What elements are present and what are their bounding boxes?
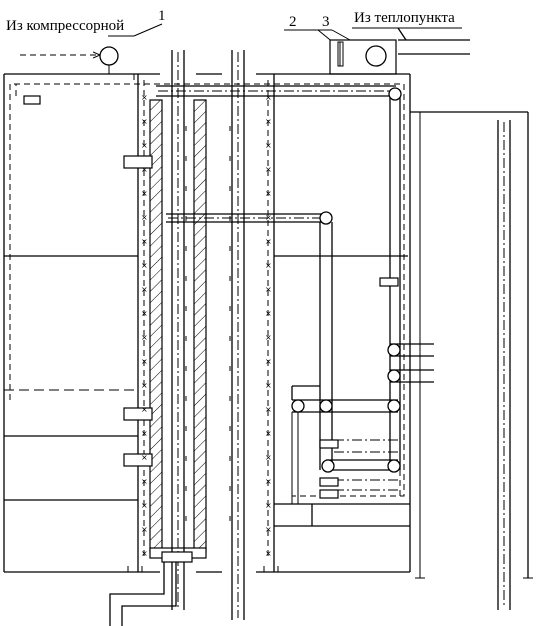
top-header-pipe — [156, 85, 396, 97]
pressure-gauge-3 — [365, 45, 387, 67]
callout-number-1: 1 — [158, 8, 166, 24]
valve-box-a — [23, 95, 41, 105]
hatched-panel-right — [193, 99, 207, 553]
discharge-pipe — [109, 551, 193, 626]
pipe-marker: × — [141, 117, 148, 126]
valve-box-e — [379, 277, 399, 287]
pipe-marker: × — [141, 213, 148, 222]
valve-box-h — [319, 489, 339, 499]
pipe-marker: × — [265, 477, 272, 486]
pipe-marker: × — [141, 501, 148, 510]
annex-branches — [387, 343, 434, 383]
wall-marks — [127, 74, 279, 572]
pipe-marker: × — [265, 141, 272, 150]
pipe-marker: × — [141, 93, 148, 102]
pipe-marker: × — [141, 285, 148, 294]
pipe-marker: × — [141, 549, 148, 558]
pipe-marker: × — [265, 357, 272, 366]
pipe-markers: × × × × × × × × × × × × × × × × × × × × × × × × × × × × × × × × × × × × × × × × — [141, 93, 272, 558]
lower-distribution-pipes — [291, 385, 401, 504]
pipe-marker: × — [265, 501, 272, 510]
pipe-marker: × — [265, 189, 272, 198]
pipe-marker: × — [141, 261, 148, 270]
pipe-marker: × — [265, 525, 272, 534]
pipe-marker: × — [265, 453, 272, 462]
pipe-marker: × — [265, 429, 272, 438]
callout-leader-1 — [108, 23, 163, 37]
pipe-marker: × — [265, 549, 272, 558]
pipe-marker: × — [141, 405, 148, 414]
pressure-gauge-1 — [99, 46, 119, 66]
pipe-marker: × — [141, 333, 148, 342]
label-from-compressor: Из компрессорной — [6, 18, 124, 34]
pipe-marker: × — [141, 141, 148, 150]
pipe-marker: × — [141, 237, 148, 246]
middle-header-pipe — [166, 213, 330, 223]
pipe-marker: × — [265, 261, 272, 270]
valve-box-f — [319, 439, 339, 449]
valve-box-d — [123, 453, 153, 467]
pipe-marker: × — [141, 189, 148, 198]
callout-number-3: 3 — [322, 14, 330, 30]
pipe-marker: × — [141, 381, 148, 390]
valve-box-b — [123, 155, 153, 169]
pipe-marker: × — [141, 453, 148, 462]
pipe-marker: × — [141, 309, 148, 318]
heat-supply-inlet — [329, 27, 470, 75]
vertical-pipe-right — [231, 50, 245, 620]
inner-walls — [4, 74, 410, 572]
pipe-marker: × — [141, 429, 148, 438]
valves — [23, 95, 399, 499]
pipe-marker: × — [265, 285, 272, 294]
pipe-marker: × — [265, 213, 272, 222]
pipe-marker: × — [141, 477, 148, 486]
pipe-marker: × — [265, 93, 272, 102]
valve-box-c — [123, 407, 153, 421]
callout-number-2: 2 — [289, 14, 297, 30]
pipe-marker: × — [265, 117, 272, 126]
vertical-pipe-left — [171, 50, 185, 610]
label-from-heating-point: Из теплопункта — [354, 10, 455, 26]
pipe-marker: × — [265, 237, 272, 246]
pipe-marker: × — [265, 333, 272, 342]
air-line-dashed — [9, 80, 405, 560]
pipe-marker: × — [265, 405, 272, 414]
pipe-marker: × — [265, 309, 272, 318]
pipe-marker: × — [265, 381, 272, 390]
pipe-marker: × — [265, 165, 272, 174]
valve-box-g — [319, 477, 339, 487]
pipe-marker: × — [141, 165, 148, 174]
annex-pipe — [497, 120, 511, 610]
pipe-marker: × — [141, 525, 148, 534]
pipe-marker: × — [141, 357, 148, 366]
